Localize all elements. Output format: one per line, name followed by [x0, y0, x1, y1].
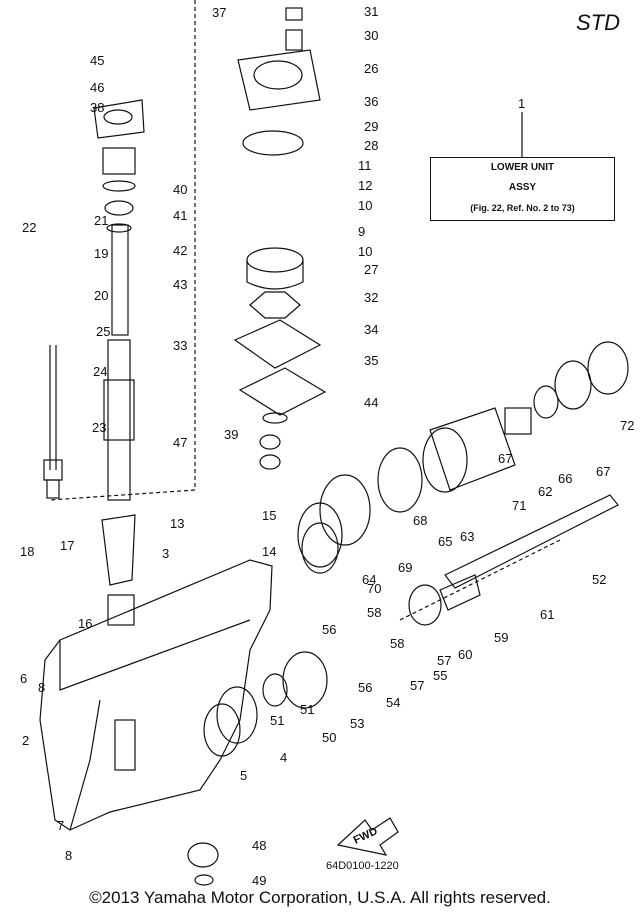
part-code: 64D0100-1220 — [326, 860, 399, 872]
callout-66: 66 — [558, 471, 572, 486]
callout-58: 58 — [390, 636, 404, 651]
callout-65: 65 — [438, 534, 452, 549]
callout-43: 43 — [173, 277, 187, 292]
callout-62: 62 — [538, 484, 552, 499]
callout-58: 58 — [367, 605, 381, 620]
callout-48: 48 — [252, 838, 266, 853]
callout-47: 47 — [173, 435, 187, 450]
callout-7: 7 — [57, 818, 64, 833]
callout-27: 27 — [364, 262, 378, 277]
callout-26: 26 — [364, 61, 378, 76]
callout-46: 46 — [90, 80, 104, 95]
callout-19: 19 — [94, 246, 108, 261]
callout-36: 36 — [364, 94, 378, 109]
copyright: ©2013 Yamaha Motor Corporation, U.S.A. A… — [89, 888, 551, 907]
callout-61: 61 — [540, 607, 554, 622]
callout-49: 49 — [252, 873, 266, 888]
callout-68: 68 — [413, 513, 427, 528]
callout-45: 45 — [90, 53, 104, 68]
callout-31: 31 — [364, 4, 378, 19]
callout-28: 28 — [364, 138, 378, 153]
callout-29: 29 — [364, 119, 378, 134]
callout-54: 54 — [386, 695, 400, 710]
callout-70: 70 — [367, 581, 381, 596]
callout-71: 71 — [512, 498, 526, 513]
label-line-2: ASSY — [508, 182, 537, 193]
callout-8: 8 — [65, 848, 72, 863]
callout-53: 53 — [350, 716, 364, 731]
callout-38: 38 — [90, 100, 104, 115]
callout-67: 67 — [498, 451, 512, 466]
callout-73: 73 — [0, 0, 14, 3]
callout-15: 15 — [262, 508, 276, 523]
callout-11: 11 — [358, 158, 372, 173]
callout-2: 2 — [22, 733, 29, 748]
callout-22: 22 — [22, 220, 36, 235]
callout-30: 30 — [364, 28, 378, 43]
callout-24: 24 — [93, 364, 107, 379]
lower-unit-label-box: LOWER UNIT ASSY (Fig. 22, Ref. No. 2 to … — [430, 157, 615, 221]
callout-51: 51 — [300, 702, 314, 717]
callout-34: 34 — [364, 322, 378, 337]
callout-33: 33 — [173, 338, 187, 353]
callout-40: 40 — [173, 182, 187, 197]
label-line-3: (Fig. 22, Ref. No. 2 to 73) — [470, 203, 575, 213]
callout-57: 57 — [410, 678, 424, 693]
callout-67: 67 — [596, 464, 610, 479]
callout-10: 10 — [358, 244, 372, 259]
callout-23: 23 — [92, 420, 106, 435]
callout-41: 41 — [173, 208, 187, 223]
callout-51: 51 — [270, 713, 284, 728]
callout-25: 25 — [96, 324, 110, 339]
callout-16: 16 — [78, 616, 92, 631]
callout-59: 59 — [494, 630, 508, 645]
callout-20: 20 — [94, 288, 108, 303]
callout-55: 55 — [433, 668, 447, 683]
callout-32: 32 — [364, 290, 378, 305]
callout-39: 39 — [224, 427, 238, 442]
callout-9: 9 — [358, 224, 365, 239]
callout-72: 72 — [620, 418, 634, 433]
callout-18: 18 — [20, 544, 34, 559]
callout-17: 17 — [60, 538, 74, 553]
callout-69: 69 — [398, 560, 412, 575]
callout-5: 5 — [240, 768, 247, 783]
callout-21: 21 — [94, 213, 108, 228]
callout-3: 3 — [162, 546, 169, 561]
callout-37: 37 — [212, 5, 226, 20]
callout-8: 8 — [38, 680, 45, 695]
callout-63: 63 — [460, 529, 474, 544]
callout-52: 52 — [592, 572, 606, 587]
callout-1: 1 — [518, 96, 525, 111]
callout-42: 42 — [173, 243, 187, 258]
callout-35: 35 — [364, 353, 378, 368]
callout-56: 56 — [358, 680, 372, 695]
callout-57: 57 — [437, 653, 451, 668]
callout-64: 64 — [362, 572, 376, 587]
std-label: STD — [576, 10, 620, 35]
callout-4: 4 — [280, 750, 287, 765]
callout-10: 10 — [358, 198, 372, 213]
callout-numbers: 2345678891010111213141516171819202122232… — [0, 0, 634, 888]
callout-13: 13 — [170, 516, 184, 531]
callout-6: 6 — [20, 671, 27, 686]
label-line-1: LOWER UNIT — [490, 162, 555, 173]
callout-14: 14 — [262, 544, 276, 559]
callout-60: 60 — [458, 647, 472, 662]
callout-44: 44 — [364, 395, 378, 410]
callout-50: 50 — [322, 730, 336, 745]
callout-56: 56 — [322, 622, 336, 637]
callout-12: 12 — [358, 178, 372, 193]
